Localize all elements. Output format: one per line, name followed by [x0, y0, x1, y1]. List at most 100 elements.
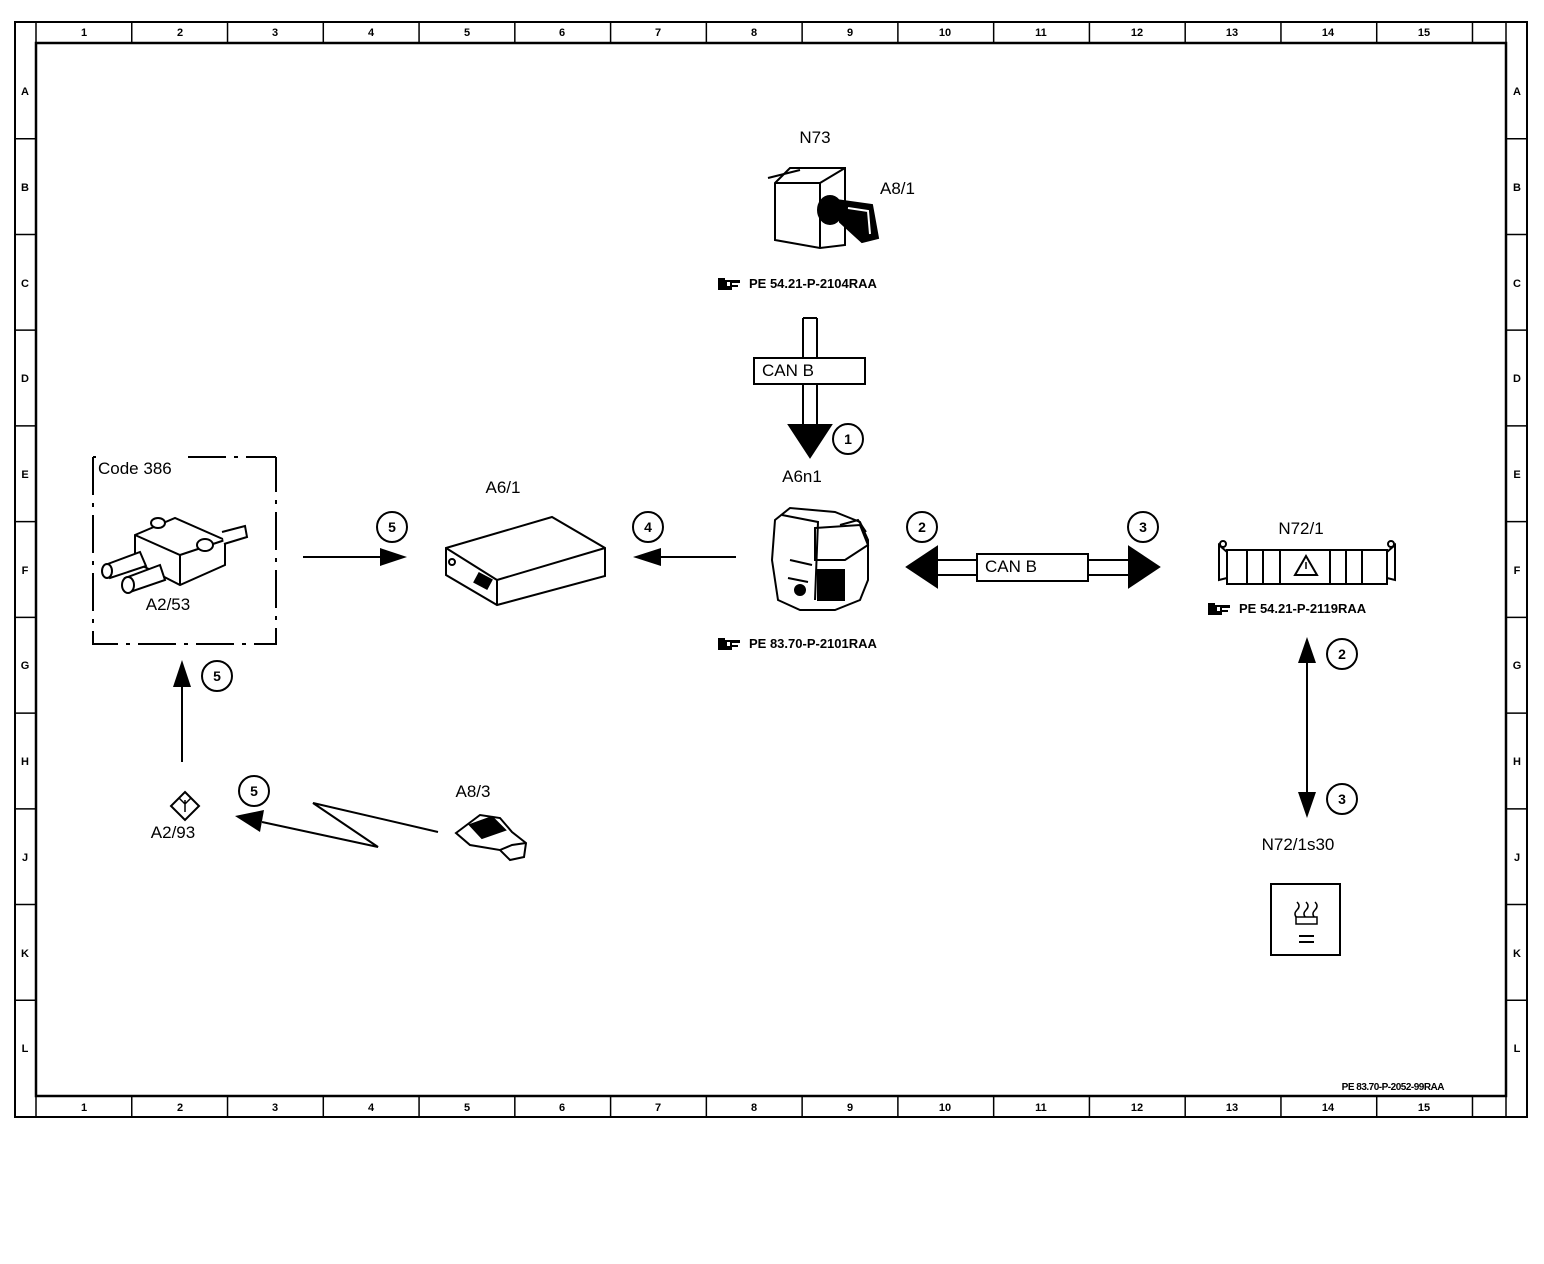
ref-hand-icon — [718, 638, 740, 650]
row-label: J — [1514, 852, 1520, 864]
radio-signal-arrow — [235, 802, 439, 848]
svg-text:2: 2 — [918, 519, 926, 535]
n72-1-reference: PE 54.21-P-2119RAA — [1239, 601, 1367, 616]
signal-arrow — [1298, 637, 1316, 818]
control-unit-icon — [445, 515, 606, 607]
col-label: 9 — [847, 1102, 853, 1114]
signal-marker: 5 — [201, 660, 233, 692]
n73-label: N73 — [799, 128, 830, 147]
svg-text:3: 3 — [1338, 791, 1346, 807]
signal-marker: 1 — [832, 423, 864, 455]
row-label: L — [22, 1043, 29, 1055]
svg-text:5: 5 — [213, 668, 221, 684]
row-label: B — [21, 182, 29, 194]
heater-button-icon — [1270, 883, 1341, 956]
col-label: 1 — [81, 1102, 87, 1114]
antenna-icon — [169, 790, 201, 822]
column-labels-bottom: 1 2 3 4 5 6 7 8 9 10 11 12 13 14 15 — [81, 1102, 1430, 1114]
row-label: H — [1513, 756, 1521, 768]
signal-marker: 2 — [906, 511, 938, 543]
col-label: 12 — [1131, 27, 1143, 39]
col-label: 10 — [939, 1102, 951, 1114]
row-label: B — [1513, 182, 1521, 194]
col-label: 12 — [1131, 1102, 1143, 1114]
a6n1-reference: PE 83.70-P-2101RAA — [749, 636, 878, 651]
svg-text:5: 5 — [250, 783, 258, 799]
signal-marker: 2 — [1326, 638, 1358, 670]
signal-marker: 3 — [1127, 511, 1159, 543]
signal-arrow — [633, 548, 736, 566]
row-label: E — [1513, 469, 1520, 481]
row-label: G — [1513, 660, 1522, 672]
signal-marker: 5 — [238, 775, 270, 807]
col-label: 5 — [464, 27, 470, 39]
a6n1-label: A6n1 — [782, 467, 822, 486]
col-label: 14 — [1322, 27, 1335, 39]
row-label: D — [1513, 373, 1521, 385]
col-label: 2 — [177, 27, 183, 39]
row-labels-left: A B C D E F G H J K L — [21, 86, 30, 1055]
signal-arrow — [303, 548, 407, 566]
svg-text:4: 4 — [644, 519, 652, 535]
row-label: C — [21, 278, 29, 290]
col-label: 13 — [1226, 27, 1238, 39]
row-label: A — [21, 86, 29, 98]
code-386-box — [92, 456, 277, 645]
row-label: F — [22, 565, 29, 577]
transmitter-key-icon — [454, 813, 528, 862]
can-bus-vertical — [753, 317, 866, 459]
col-label: 3 — [272, 27, 278, 39]
col-label: 10 — [939, 27, 951, 39]
row-ticks — [15, 137, 1527, 1002]
a8-1-label: A8/1 — [880, 179, 915, 198]
n72-1s30-label: N72/1s30 — [1262, 835, 1335, 854]
row-label: J — [22, 852, 28, 864]
svg-text:1: 1 — [844, 431, 852, 447]
col-label: 13 — [1226, 1102, 1238, 1114]
row-label: K — [21, 948, 29, 960]
signal-marker: 4 — [632, 511, 664, 543]
a2-53-label: A2/53 — [146, 595, 190, 614]
frame — [14, 21, 1528, 1118]
a6-1-label: A6/1 — [486, 478, 521, 497]
a8-3-label: A8/3 — [456, 782, 491, 801]
col-label: 1 — [81, 27, 87, 39]
col-label: 3 — [272, 1102, 278, 1114]
switch-panel-icon — [1218, 540, 1396, 585]
col-label: 9 — [847, 27, 853, 39]
ref-hand-icon — [1208, 603, 1230, 615]
column-ticks — [131, 22, 1474, 1117]
col-label: 4 — [368, 27, 375, 39]
col-label: 7 — [655, 27, 661, 39]
row-label: D — [21, 373, 29, 385]
row-label: A — [1513, 86, 1521, 98]
col-label: 6 — [559, 27, 565, 39]
row-label: L — [1514, 1043, 1521, 1055]
can-label-horizontal: CAN B — [985, 557, 1037, 576]
column-labels-top: 1 2 3 4 5 6 7 8 9 10 11 12 13 14 15 — [81, 27, 1430, 39]
col-label: 6 — [559, 1102, 565, 1114]
col-label: 15 — [1418, 1102, 1430, 1114]
signal-marker: 3 — [1326, 783, 1358, 815]
row-label: H — [21, 756, 29, 768]
col-label: 11 — [1035, 1102, 1047, 1114]
n73-reference: PE 54.21-P-2104RAA — [749, 276, 878, 291]
can-label-vertical: CAN B — [762, 361, 814, 380]
row-label: E — [21, 469, 28, 481]
row-labels-right: A B C D E F G H J K L — [1513, 86, 1522, 1055]
svg-text:3: 3 — [1139, 519, 1147, 535]
col-label: 2 — [177, 1102, 183, 1114]
a2-93-label: A2/93 — [151, 823, 195, 842]
col-label: 15 — [1418, 27, 1430, 39]
row-label: F — [1514, 565, 1521, 577]
col-label: 14 — [1322, 1102, 1335, 1114]
signal-marker: 5 — [376, 511, 408, 543]
sensor-icon — [101, 516, 249, 594]
can-bus-horizontal — [905, 545, 1161, 589]
document-id: PE 83.70-P-2052-99RAA — [1342, 1082, 1445, 1093]
col-label: 8 — [751, 27, 757, 39]
signal-arrow — [173, 660, 191, 762]
col-label: 11 — [1035, 27, 1047, 39]
row-label: K — [1513, 948, 1521, 960]
